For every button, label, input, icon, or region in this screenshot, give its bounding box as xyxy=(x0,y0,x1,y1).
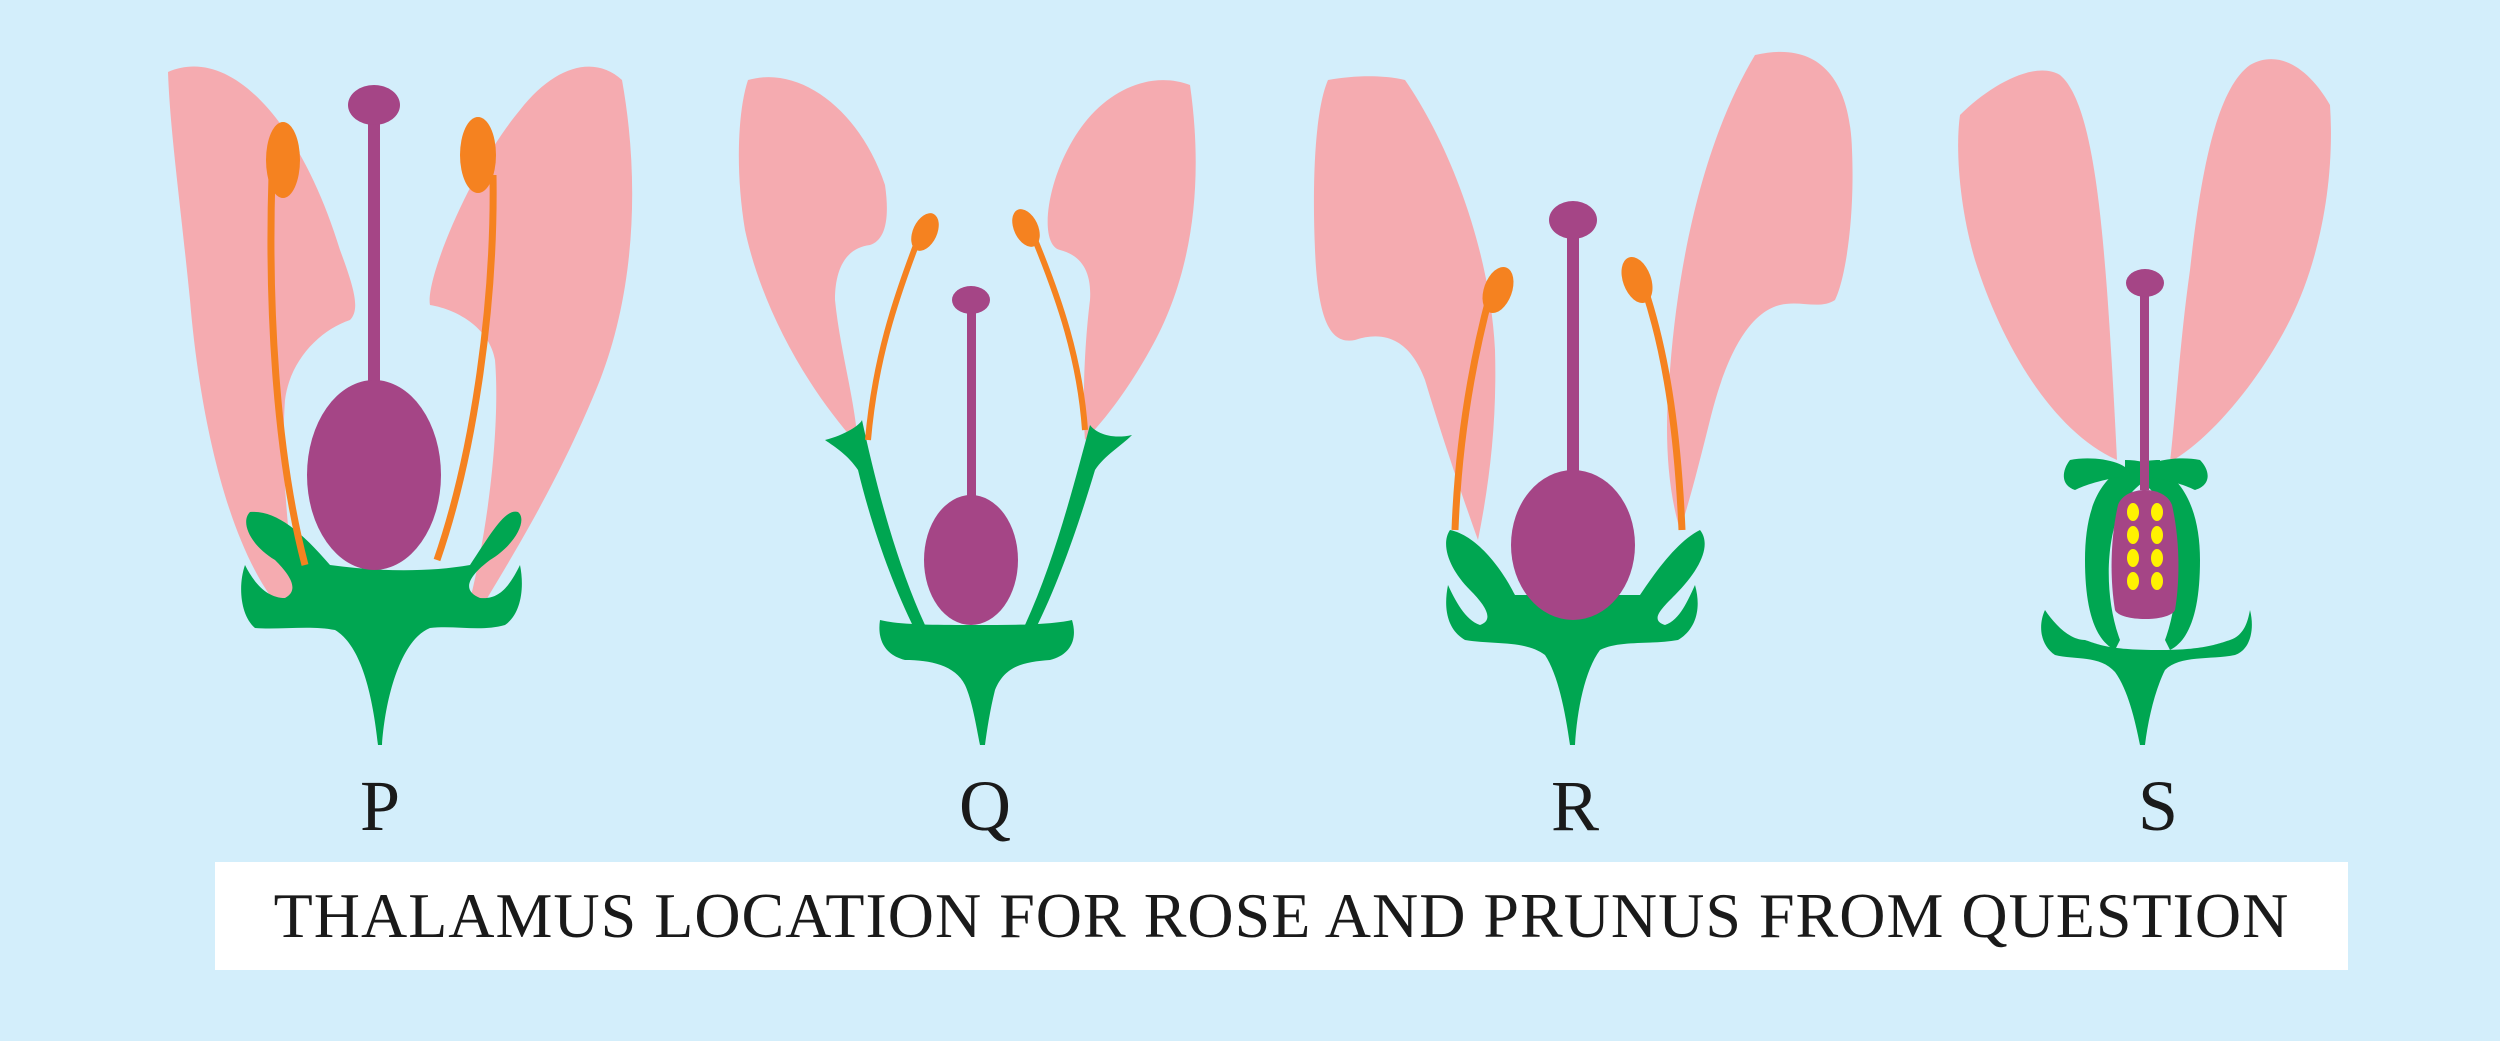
ovule xyxy=(2127,503,2139,521)
ovule xyxy=(2151,549,2163,567)
petal-right xyxy=(429,66,633,610)
flower-s: S xyxy=(1958,59,2331,846)
label-q: Q xyxy=(959,766,1011,846)
petal-right xyxy=(2170,59,2331,463)
ovule xyxy=(2151,572,2163,590)
style xyxy=(967,300,976,505)
ovary-wall xyxy=(2111,490,2179,619)
caption-box: THALAMUS LOCATION FOR ROSE AND PRUNUS FR… xyxy=(215,862,2348,970)
ovule xyxy=(2127,572,2139,590)
petal-right xyxy=(1047,80,1196,440)
petal-right xyxy=(1667,51,1853,530)
petal-left xyxy=(738,77,887,445)
petal-left xyxy=(168,66,356,620)
label-r: R xyxy=(1551,766,1599,846)
receptacle-cup-left xyxy=(2085,460,2160,650)
caption: THALAMUS LOCATION FOR ROSE AND PRUNUS FR… xyxy=(273,880,2290,951)
sepal-left xyxy=(825,420,925,630)
style xyxy=(2140,285,2149,490)
ovule xyxy=(2151,503,2163,521)
sepal-right xyxy=(1025,425,1132,630)
stamen-right-filament xyxy=(1030,233,1088,431)
ovary xyxy=(1511,470,1635,620)
style xyxy=(1567,225,1579,485)
stamen-left-anther xyxy=(1482,266,1514,314)
thalamus xyxy=(241,511,522,745)
ovary xyxy=(307,380,441,570)
stamen-left-filament xyxy=(865,238,921,441)
stamen-left-anther xyxy=(911,213,939,251)
ovary xyxy=(924,495,1018,625)
stamen-right-anther xyxy=(460,117,496,193)
style xyxy=(368,115,380,390)
label-p: P xyxy=(360,766,400,846)
sepal-right xyxy=(2140,458,2208,490)
stamen-left-anther xyxy=(266,122,300,198)
stigma xyxy=(1549,201,1597,239)
ovules xyxy=(2127,503,2163,590)
stamen-right-anther xyxy=(1621,256,1653,304)
receptacle-cup xyxy=(2125,460,2200,650)
stamen-left-filament xyxy=(1451,294,1494,531)
thalamus xyxy=(1446,530,1705,745)
petal-left xyxy=(1958,70,2117,460)
stigma xyxy=(2126,269,2164,297)
stamen-right-filament xyxy=(433,174,497,562)
sepal-left xyxy=(2063,458,2130,490)
stamen-right-anther xyxy=(1012,209,1040,247)
flower-q: Q xyxy=(738,77,1196,846)
stamen-right-filament xyxy=(1641,288,1686,531)
flower-r: R xyxy=(1313,51,1853,846)
thalamus xyxy=(879,620,1074,745)
ovule xyxy=(2127,526,2139,544)
thalamus xyxy=(2041,610,2252,745)
stigma xyxy=(348,85,400,125)
ovule xyxy=(2127,549,2139,567)
ovule xyxy=(2151,526,2163,544)
label-s: S xyxy=(2138,766,2178,846)
stigma xyxy=(952,286,990,314)
stamen-left-filament xyxy=(267,174,309,566)
flower-p: P xyxy=(168,66,633,846)
petal-left xyxy=(1313,76,1496,540)
